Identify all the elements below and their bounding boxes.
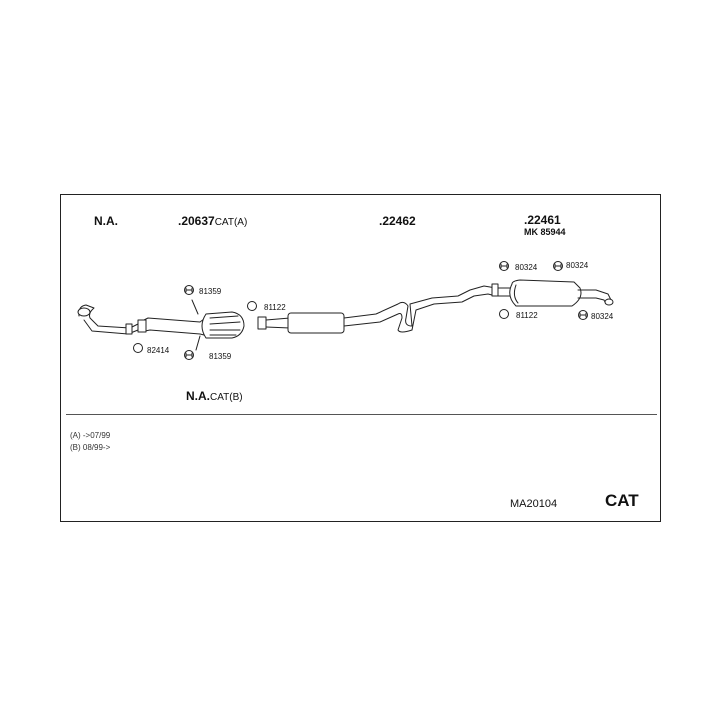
fitting-label-81359-top: 81359	[199, 287, 222, 296]
fitting-label-81122-left: 81122	[264, 303, 286, 312]
note-a: (A) ->07/99	[70, 431, 111, 440]
fitting-label-80324-a: 80324	[515, 263, 538, 272]
part-20637-number: .20637	[178, 214, 215, 228]
label-na-cat-b: N.A.CAT(B)	[186, 389, 243, 403]
fitting-label-81122-right: 81122	[516, 311, 538, 320]
middle-silencer	[257, 283, 499, 334]
fitting-label-82414: 82414	[147, 346, 170, 355]
model-number: MA20104	[510, 498, 558, 510]
fitting-label-80324-c: 80324	[591, 312, 614, 321]
fitting-label-80324-b: 80324	[566, 261, 589, 270]
catalytic-converter	[137, 299, 245, 351]
fitting-label-81359-bottom: 81359	[209, 352, 232, 361]
fitting-symbols	[133, 261, 588, 360]
diagram-frame	[60, 194, 661, 522]
na-cat-suffix: CAT(B)	[210, 392, 243, 403]
na-cat-prefix: N.A.	[186, 389, 210, 403]
front-pipe	[77, 304, 139, 335]
cat-label: CAT	[605, 491, 639, 510]
notes-divider	[66, 414, 657, 415]
label-mk: MK 85944	[524, 227, 566, 237]
label-na: N.A.	[94, 214, 118, 228]
label-part-22462: .22462	[379, 214, 416, 228]
label-part-20637: .20637CAT(A)	[178, 214, 247, 228]
label-part-22461: .22461	[524, 213, 561, 227]
part-20637-suffix: CAT(A)	[214, 217, 248, 228]
rear-silencer	[497, 279, 614, 307]
note-b: (B) 08/99->	[70, 443, 111, 452]
